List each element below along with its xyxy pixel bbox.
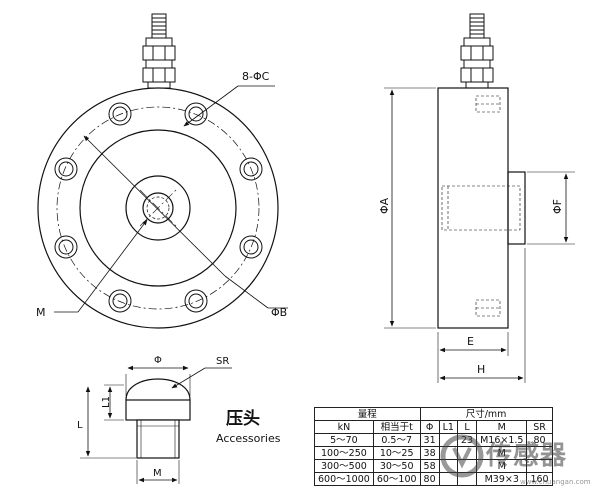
bolt-circle (56, 106, 260, 310)
hub-circle (125, 175, 191, 241)
label-acc-sr: SR (216, 356, 229, 367)
inner-boss-circle (79, 129, 237, 287)
accessory-dome (125, 378, 191, 401)
spec-col-t: 相当于t (372, 420, 421, 434)
leader-8c (183, 85, 239, 127)
side-connector (460, 13, 494, 89)
label-f: ΦF (551, 199, 564, 214)
side-extension-lines (384, 87, 575, 383)
accessories-title-cn: 压头 (226, 409, 260, 429)
label-b: ΦB (271, 306, 287, 319)
outer-flange-circle (37, 87, 279, 329)
dim-line-bolt-circle (83, 135, 226, 277)
accessory-thread (136, 419, 180, 459)
table-row: 600～1000 60～100 80 M39×3 160 (314, 472, 553, 486)
label-acc-phi: Φ (154, 355, 162, 366)
front-view (37, 13, 288, 329)
spec-header-range: 量程 (314, 407, 421, 421)
spec-table: 量程 尺寸/mm kN 相当于t Φ L1 L M SR 5～70 0.5～7 … (314, 407, 553, 486)
front-connector (142, 13, 176, 89)
accessory-view (80, 365, 232, 484)
spec-col-kn: kN (314, 420, 374, 434)
label-acc-l1: L1 (101, 396, 112, 408)
center-hole (142, 192, 174, 224)
label-acc-l: L (77, 420, 83, 431)
label-m: M (36, 306, 46, 319)
spec-table-column-header: kN 相当于t Φ L1 L M SR (314, 420, 553, 434)
side-hidden-lines (441, 95, 521, 317)
bolt-holes (54, 102, 263, 313)
watermark-logo (440, 434, 484, 478)
side-view (384, 13, 575, 383)
watermark-url: www.chuangan.com (520, 478, 591, 486)
accessory-cap (125, 399, 191, 421)
leader-m (77, 219, 148, 313)
center-lines (139, 189, 177, 227)
label-8c: 8-ΦC (242, 70, 270, 83)
accessory-dims (80, 365, 232, 484)
spec-col-m: M (476, 420, 528, 434)
watermark-text: 传感器 (486, 441, 568, 471)
side-boss (507, 171, 526, 245)
label-h: H (477, 363, 485, 376)
label-e: E (467, 335, 474, 348)
spec-table-group-header: 量程 尺寸/mm (314, 407, 553, 421)
spec-header-size: 尺寸/mm (419, 407, 553, 421)
label-a: ΦA (378, 197, 391, 214)
accessories-title-en: Accessories (216, 432, 281, 445)
accessory-thread-lines (137, 420, 179, 458)
spec-col-phi: Φ (419, 420, 440, 434)
label-acc-m: M (153, 468, 162, 479)
center-thread (146, 196, 170, 220)
dim-line-b (224, 275, 269, 309)
side-body (437, 87, 509, 329)
